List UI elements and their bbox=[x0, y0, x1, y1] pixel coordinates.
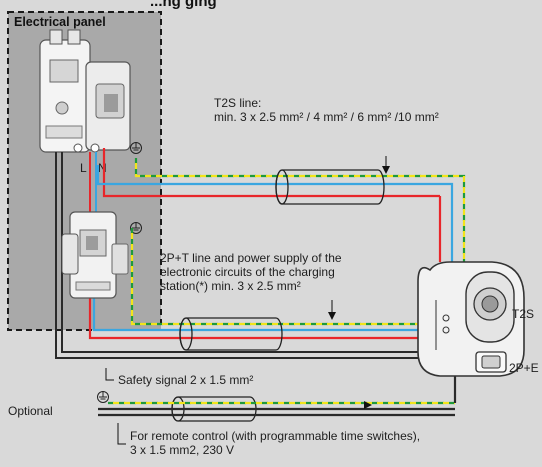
station-t2s-label: T2S bbox=[512, 307, 534, 321]
header-fragment: ...ng ging bbox=[150, 0, 217, 10]
remote-control-text-2: 3 x 1.5 mm2, 230 V bbox=[130, 443, 234, 457]
charging-station-icon bbox=[417, 261, 525, 377]
phase-label: L bbox=[80, 161, 87, 175]
remote-control-text-1: For remote control (with programmable ti… bbox=[130, 429, 420, 443]
pointer-icon bbox=[382, 156, 390, 174]
pointer-icon bbox=[328, 300, 336, 320]
earth-icon bbox=[130, 222, 142, 234]
secondary-breaker-icon bbox=[61, 211, 129, 299]
t2s-line-title: T2S line: bbox=[214, 96, 261, 110]
station-socket-label: 2P+E bbox=[509, 361, 539, 375]
power-line-text-1: 2P+T line and power supply of the bbox=[160, 251, 342, 265]
arrow-icon bbox=[364, 401, 372, 409]
cable-sleeve-icon bbox=[275, 169, 385, 205]
pointer-icon bbox=[105, 368, 114, 381]
earth-icon bbox=[130, 142, 142, 154]
optional-label: Optional bbox=[8, 404, 53, 418]
panel-title: Electrical panel bbox=[14, 15, 106, 29]
power-line-text-3: station(*) min. 3 x 2.5 mm² bbox=[160, 279, 301, 293]
pointer-icon bbox=[117, 423, 126, 445]
safety-signal-label: Safety signal 2 x 1.5 mm² bbox=[118, 373, 253, 387]
neutral-label: N bbox=[98, 161, 107, 175]
cable-sleeve-icon bbox=[179, 317, 283, 351]
remote-control-wires bbox=[98, 360, 457, 417]
t2s-line-spec: min. 3 x 2.5 mm² / 4 mm² / 6 mm² /10 mm² bbox=[214, 110, 439, 124]
safety-signal-wires bbox=[55, 152, 418, 359]
internal-wires bbox=[89, 152, 97, 215]
earth-icon bbox=[97, 391, 109, 403]
t2s-line-wires bbox=[96, 148, 466, 272]
main-breaker-icon bbox=[39, 29, 131, 153]
power-line-text-2: electronic circuits of the charging bbox=[160, 265, 335, 279]
